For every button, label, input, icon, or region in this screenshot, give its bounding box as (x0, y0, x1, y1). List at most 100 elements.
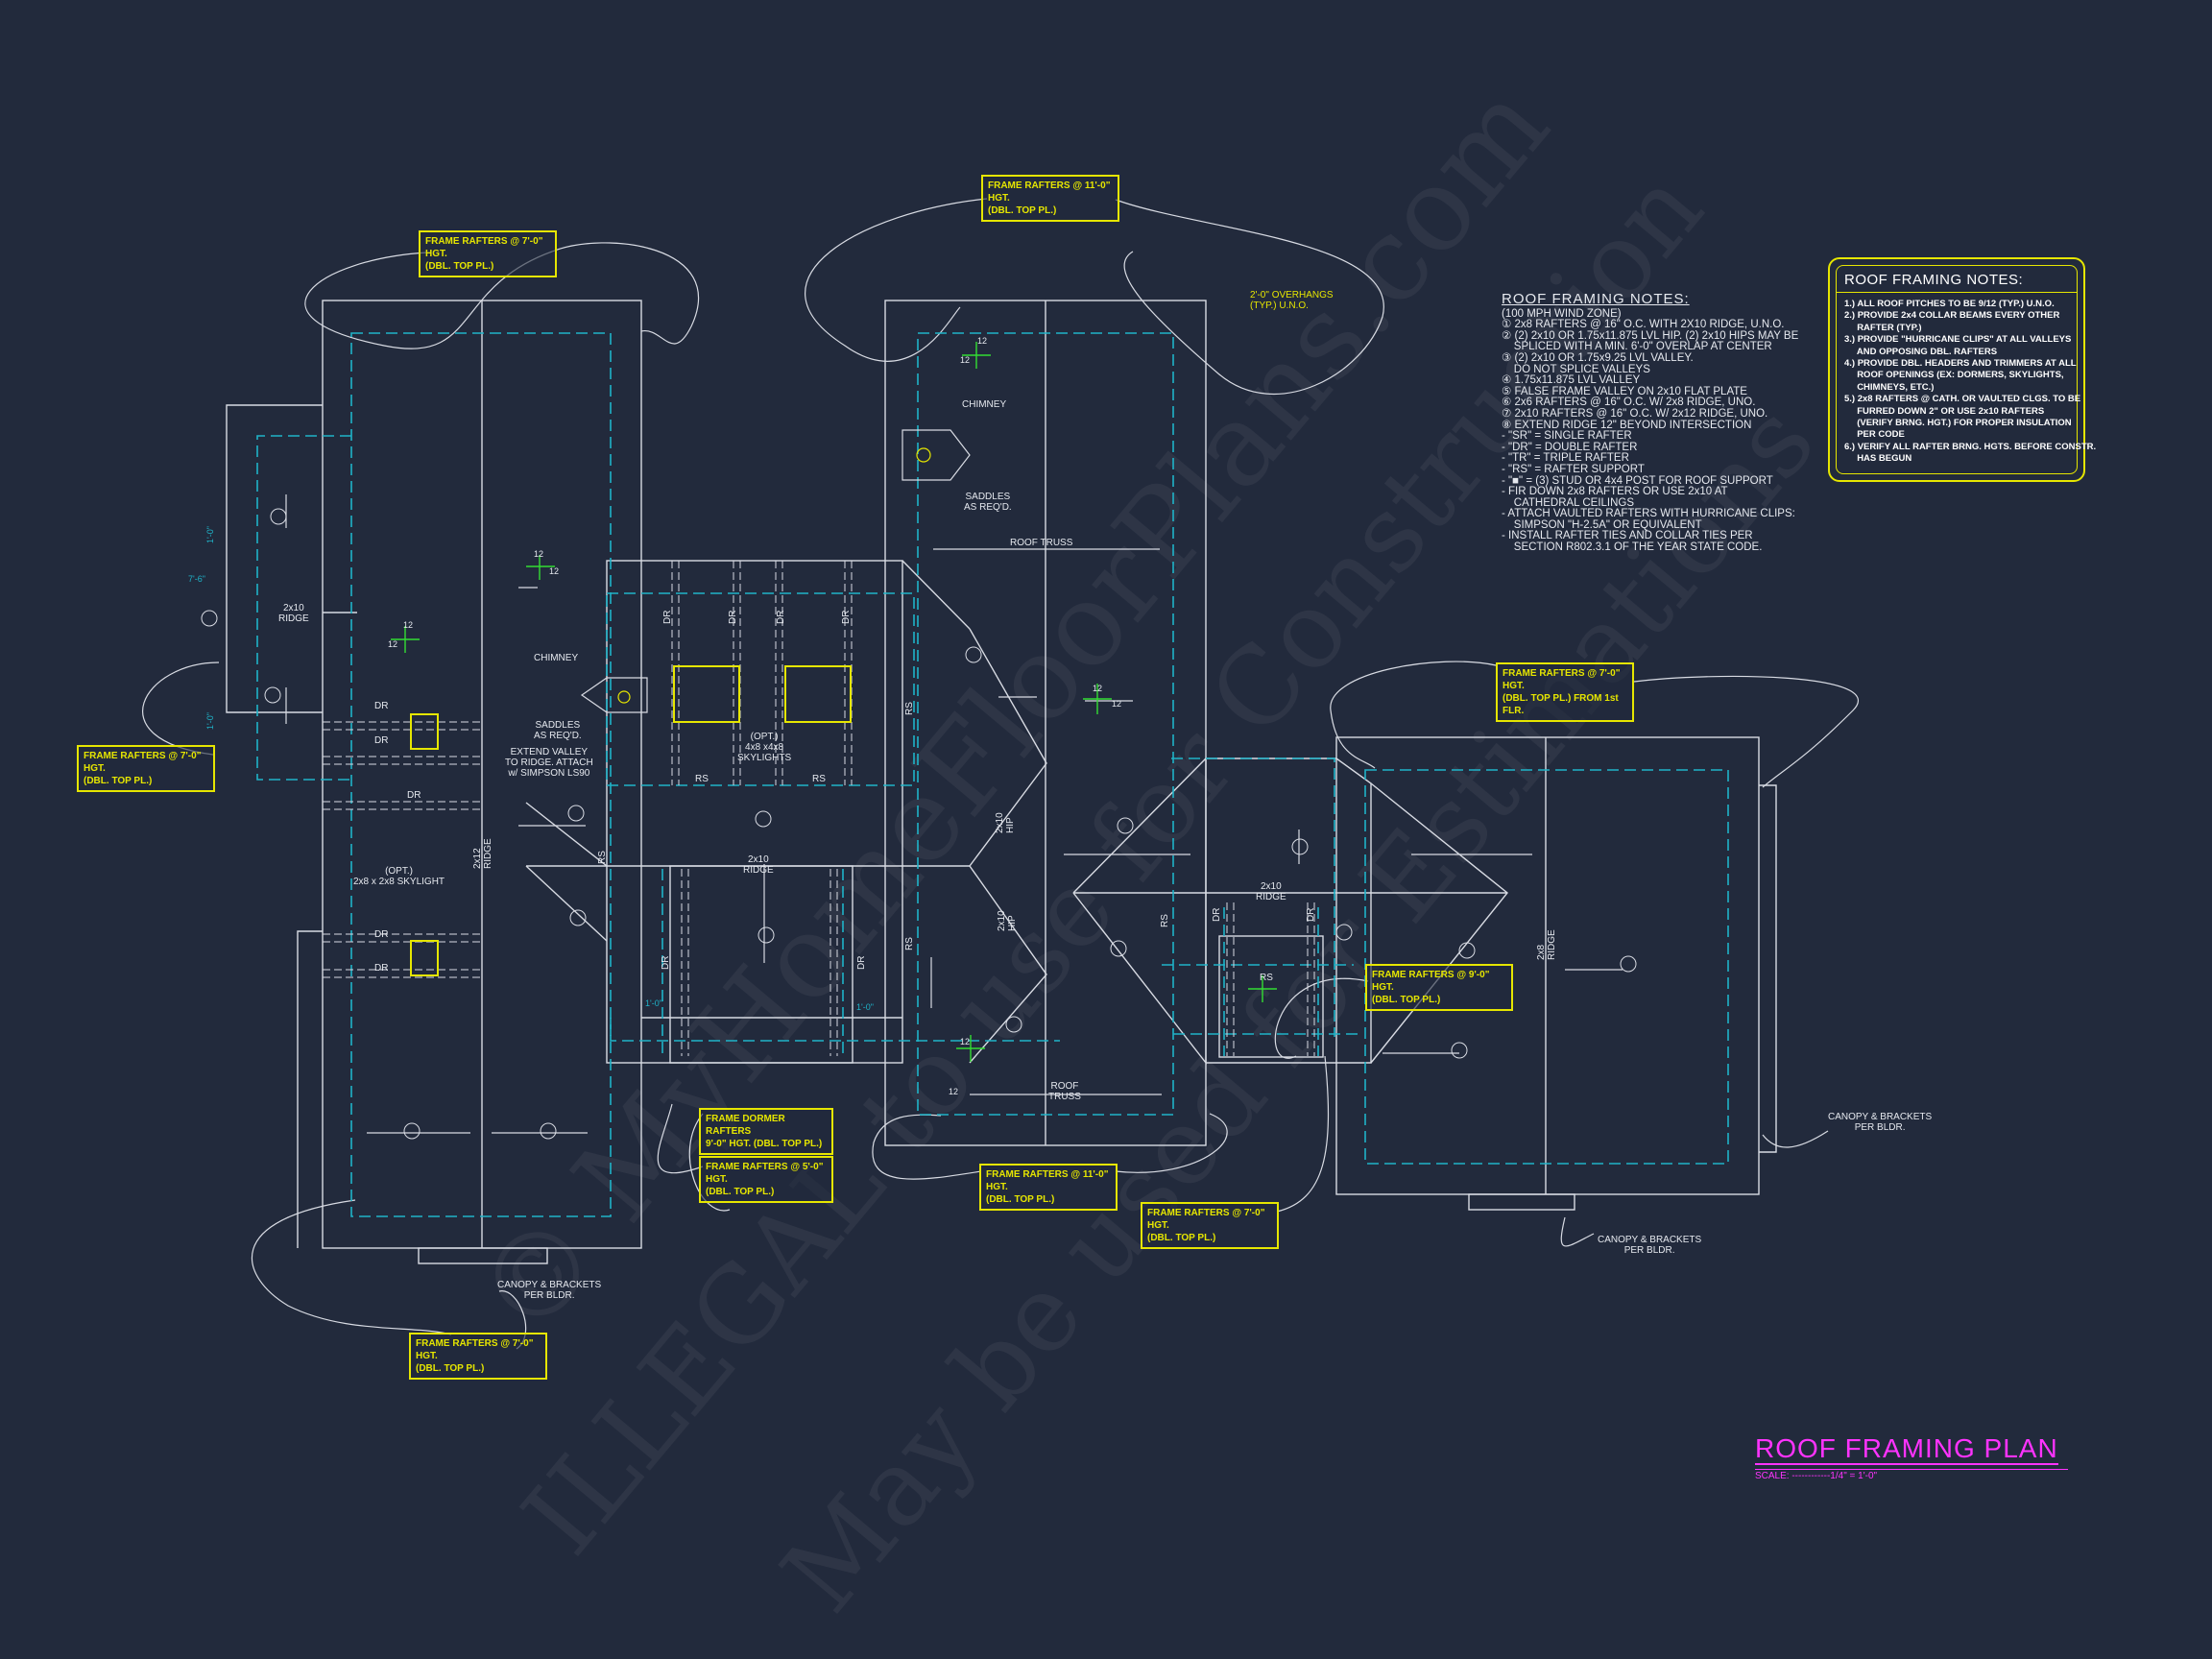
pitch-label-3: 12 (403, 620, 414, 630)
note-item: - INSTALL RAFTER TIES AND COLLAR TIES PE… (1502, 530, 1753, 542)
canopy-label-mid: CANOPY & BRACKETS PER BLDR. (1598, 1235, 1702, 1256)
note-item: 2.) PROVIDE 2x4 COLLAR BEAMS EVERY OTHER (1844, 310, 2060, 322)
callout-line: FRAME DORMER RAFTERS (706, 1114, 785, 1137)
note-item: CHIMNEYS, ETC.) (1844, 381, 1935, 393)
note-item: ⑥ 2x6 RAFTERS @ 16" O.C. W/ 2x8 RIDGE, U… (1502, 397, 1756, 409)
rs-label-4: RS (904, 702, 915, 715)
note-item: ② (2) 2x10 OR 1.75x11.875 LVL HIP. (2) 2… (1502, 329, 1799, 342)
notes-list: (100 MPH WIND ZONE)① 2x8 RAFTERS @ 16" O… (1502, 308, 1828, 554)
dr-label-7: DR (728, 610, 738, 624)
saddles-label-left: SADDLES AS REQ'D. (534, 720, 582, 741)
roof-truss-label: ROOF TRUSS (1010, 538, 1073, 548)
note-item: HAS BEGUN (1844, 453, 1912, 465)
hip-label-1: 2x10 HIP (995, 812, 1016, 833)
note-item: - FIR DOWN 2x8 RAFTERS OR USE 2x10 AT (1502, 486, 1728, 498)
note-item: - "TR" = TRIPLE RAFTER (1502, 452, 1629, 465)
note-item: - "SR" = SINGLE RAFTER (1502, 430, 1632, 443)
center-plate (606, 592, 915, 786)
callout-dormer: FRAME DORMER RAFTERS 9'-0" HGT. (DBL. TO… (699, 1108, 833, 1155)
tall-wing-plate (917, 332, 1174, 1116)
callout-line: FRAME RAFTERS @ 7'-0" HGT. (84, 751, 202, 774)
callout-line: (DBL. TOP PL.) (425, 261, 494, 272)
note-item: ROOF OPENINGS (EX: DORMERS, SKYLIGHTS, (1844, 370, 2064, 381)
callout-east-top: FRAME RAFTERS @ 7'-0" HGT. (DBL. TOP PL.… (1496, 662, 1634, 722)
overhang-dim-2: 1'-0" (856, 1002, 874, 1012)
note-item: DO NOT SPLICE VALLEYS (1502, 363, 1650, 375)
dim-1-0-top: 1'-0" (205, 526, 215, 543)
pitch-label-4: 12 (388, 639, 398, 649)
dr-label-5: DR (374, 963, 389, 974)
notes-title: ROOF FRAMING NOTES: (1502, 291, 1690, 307)
pitch-label-8: 12 (1112, 699, 1122, 709)
pitch-label-2: 12 (549, 566, 560, 576)
callout-line: (DBL. TOP PL.) FROM 1st FLR. (1503, 693, 1619, 716)
boxed-roof-notes: ROOF FRAMING NOTES: 1.) ALL ROOF PITCHES… (1828, 257, 2097, 482)
note-item: AND OPPOSING DBL. RAFTERS (1844, 346, 1998, 357)
chimney-right (902, 429, 971, 481)
pitch-label-1: 12 (534, 549, 544, 559)
callout-line: (DBL. TOP PL.) (1147, 1233, 1216, 1243)
dr-label-11: DR (856, 955, 867, 970)
skylight-left-upper (410, 713, 439, 750)
note-item: ① 2x8 RAFTERS @ 16" O.C. WITH 2X10 RIDGE… (1502, 319, 1785, 331)
note-item: ⑤ FALSE FRAME VALLEY ON 2x10 FLAT PLATE (1502, 385, 1747, 397)
callout-line: FRAME RAFTERS @ 7'-0" HGT. (1147, 1208, 1265, 1231)
pitch-label-9: 12 (960, 1037, 971, 1046)
callout-line: (DBL. TOP PL.) (1372, 995, 1441, 1005)
callout-line: 9'-0" HGT. (DBL. TOP PL.) (706, 1139, 823, 1149)
note-item: ③ (2) 2x10 OR 1.75x9.25 LVL VALLEY. (1502, 351, 1694, 364)
boxed-notes-list: 1.) ALL ROOF PITCHES TO BE 9/12 (TYP.) U… (1844, 299, 2097, 466)
dr-label-3: DR (407, 790, 421, 801)
callout-east-low: FRAME RAFTERS @ 7'-0" HGT. (DBL. TOP PL.… (1141, 1202, 1279, 1249)
callout-line: (DBL. TOP PL.) (706, 1187, 775, 1197)
east-block-outline (1206, 757, 1372, 1064)
callout-line: (DBL. TOP PL.) (986, 1194, 1055, 1205)
ridge-label-2x8: 2x8 RIDGE (1536, 929, 1557, 960)
note-item: - "DR" = DOUBLE RAFTER (1502, 441, 1638, 453)
note-item: 1.) ALL ROOF PITCHES TO BE 9/12 (TYP.) U… (1844, 299, 2055, 309)
plan-title: ROOF FRAMING PLAN (1755, 1433, 2058, 1465)
callout-left-top: FRAME RAFTERS @ 7'-0" HGT. (DBL. TOP PL.… (419, 230, 557, 277)
roof-truss-label-lower: ROOF TRUSS (1048, 1081, 1081, 1102)
dr-label-9: DR (841, 610, 852, 624)
callout-line: FRAME RAFTERS @ 9'-0" HGT. (1372, 970, 1490, 993)
extend-valley-label: EXTEND VALLEY TO RIDGE. ATTACH w/ SIMPSO… (505, 747, 593, 779)
dim-1-0-bottom: 1'-0" (205, 712, 215, 730)
note-item: SPLICED WITH A MIN. 6'-0" OVERLAP AT CEN… (1502, 341, 1772, 353)
dr-label-4: DR (374, 929, 389, 940)
rs-label-7: RS (1260, 973, 1273, 983)
note-item: PER CODE (1844, 429, 1905, 441)
ridge-label-center: 2x10 RIDGE (743, 854, 774, 876)
callout-center-low: FRAME RAFTERS @ 5'-0" HGT. (DBL. TOP PL.… (699, 1156, 833, 1203)
callout-line: FRAME RAFTERS @ 7'-0" HGT. (416, 1338, 534, 1361)
pitch-label-10: 12 (949, 1087, 959, 1096)
note-item: - "RS" = RAFTER SUPPORT (1502, 463, 1645, 475)
chimney-label-right: CHIMNEY (962, 399, 1007, 410)
dr-label-6: DR (662, 610, 673, 624)
plan-scale: SCALE: ------------1/4" = 1'-0" (1755, 1469, 2068, 1481)
rs-label-2: RS (812, 774, 826, 784)
overhang-label: 2'-0" OVERHANGS (TYP.) U.N.O. (1250, 290, 1334, 311)
note-item: 6.) VERIFY ALL RAFTER BRNG. HGTS. BEFORE… (1844, 441, 2097, 452)
dr-label-13: DR (1306, 907, 1316, 922)
callout-center-top: FRAME RAFTERS @ 11'-0" HGT. (DBL. TOP PL… (981, 175, 1119, 222)
canopy-label-left: CANOPY & BRACKETS PER BLDR. (497, 1280, 602, 1301)
note-item: ⑦ 2x10 RAFTERS @ 16" O.C. W/ 2x12 RIDGE,… (1502, 407, 1768, 420)
note-item: SECTION R802.3.1 OF THE YEAR STATE CODE. (1502, 541, 1763, 554)
dr-label-10: DR (661, 955, 671, 970)
skylight-left-lower (410, 940, 439, 976)
note-item: ⑧ EXTEND RIDGE 12" BEYOND INTERSECTION (1502, 419, 1752, 431)
dr-label-1: DR (374, 701, 389, 711)
roof-framing-notes: ROOF FRAMING NOTES: (100 MPH WIND ZONE)①… (1502, 291, 1828, 554)
left-bay-outline (226, 404, 323, 713)
callout-line: FRAME RAFTERS @ 7'-0" HGT. (425, 236, 543, 259)
canopy-label-right: CANOPY & BRACKETS PER BLDR. (1828, 1112, 1933, 1133)
note-item: RAFTER (TYP.) (1844, 322, 1922, 333)
dr-label-12: DR (1212, 907, 1222, 922)
callout-line: (DBL. TOP PL.) (416, 1363, 485, 1374)
callout-line: FRAME RAFTERS @ 5'-0" HGT. (706, 1162, 824, 1185)
callout-left-bottom: FRAME RAFTERS @ 7'-0" HGT. (DBL. TOP PL.… (409, 1333, 547, 1380)
ridge-label-2x12: 2x12 RIDGE (472, 838, 493, 869)
note-item: - "■" = (3) STUD OR 4x4 POST FOR ROOF SU… (1502, 474, 1773, 487)
note-item: - ATTACH VAULTED RAFTERS WITH HURRICANE … (1502, 508, 1795, 520)
